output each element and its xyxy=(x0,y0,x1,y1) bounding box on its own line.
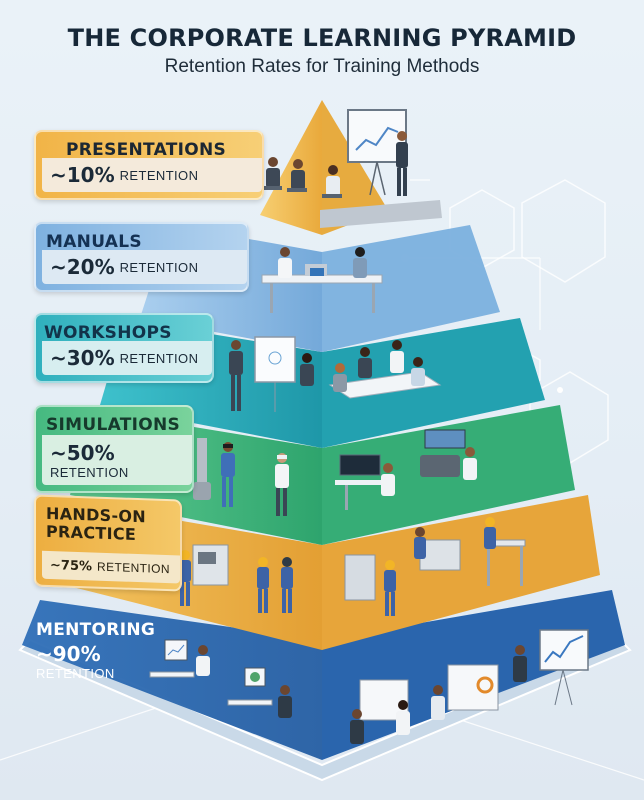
retention-percent: ~90% xyxy=(36,642,101,666)
retention-label: RETENTION xyxy=(119,167,199,183)
tier-name: PRESENTATIONS xyxy=(66,140,227,160)
tier-retention: ~75% RETENTION xyxy=(42,550,180,584)
tier-retention: ~30% RETENTION xyxy=(42,341,212,375)
tier-name: WORKSHOPS xyxy=(44,323,172,343)
header: THE CORPORATE LEARNING PYRAMID Retention… xyxy=(0,24,644,78)
whiteboard-icon xyxy=(254,336,296,412)
simulator-icon xyxy=(335,429,477,510)
machine-icon xyxy=(192,539,526,601)
tier-label-manuals: MANUALS ~20% RETENTION xyxy=(34,222,249,292)
tier-retention: ~50% RETENTION xyxy=(42,435,192,485)
hard-hat-icon xyxy=(179,517,496,616)
tier-name: MENTORING xyxy=(36,620,156,640)
tier-retention: ~90% RETENTION xyxy=(28,642,172,692)
retention-label: RETENTION xyxy=(119,259,199,275)
tier-label-presentations: PRESENTATIONS ~10% RETENTION xyxy=(34,130,264,200)
page-title: THE CORPORATE LEARNING PYRAMID xyxy=(67,24,577,52)
retention-label: RETENTION xyxy=(36,666,115,681)
tier-name: HANDS-ON PRACTICE xyxy=(46,503,147,544)
tier-label-mentoring: MENTORING ~90% RETENTION xyxy=(22,600,172,700)
retention-percent: ~75% xyxy=(50,557,93,574)
tier-label-workshops: WORKSHOPS ~30% RETENTION xyxy=(34,313,214,383)
retention-percent: ~50% xyxy=(50,440,115,465)
manuals-desk-icon xyxy=(261,247,383,313)
tier-name: MANUALS xyxy=(46,232,142,252)
retention-percent: ~20% xyxy=(50,255,115,279)
presenter-figure-icon xyxy=(396,131,408,196)
book-icon xyxy=(310,268,324,276)
tier-label-hands-on-practice: HANDS-ON PRACTICE ~75% RETENTION xyxy=(34,494,182,592)
retention-percent: ~30% xyxy=(50,346,115,370)
desk-computer-icon xyxy=(149,639,292,718)
retention-label: RETENTION xyxy=(97,559,170,577)
retention-label: RETENTION xyxy=(119,350,199,366)
retention-percent: ~10% xyxy=(50,163,115,187)
tier-name: SIMULATIONS xyxy=(46,415,181,435)
meeting-table-icon xyxy=(328,340,442,399)
vr-headset-icon xyxy=(193,438,289,516)
retention-label: RETENTION xyxy=(50,464,129,480)
tier-retention: ~10% RETENTION xyxy=(42,158,262,192)
tier-label-simulations: SIMULATIONS ~50% RETENTION xyxy=(34,405,194,493)
tier-retention: ~20% RETENTION xyxy=(42,250,247,284)
audience-icon xyxy=(262,157,342,198)
chart-board-icon xyxy=(359,629,589,721)
page-subtitle: Retention Rates for Training Methods xyxy=(164,56,480,77)
